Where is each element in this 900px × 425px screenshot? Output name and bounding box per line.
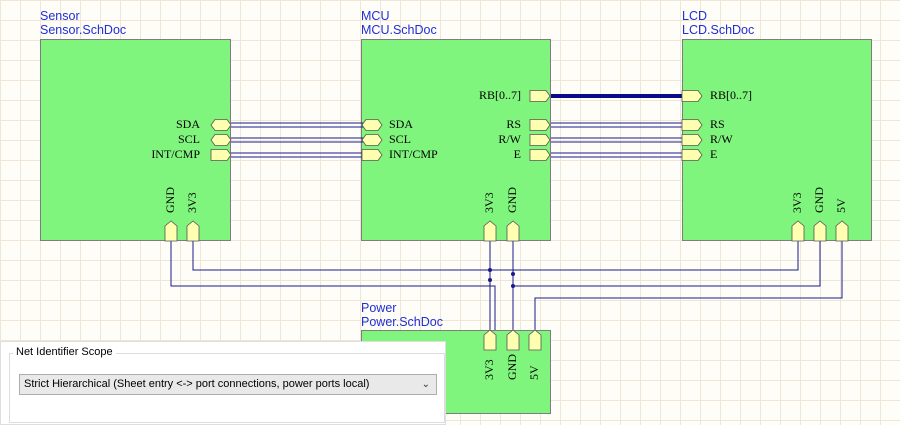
power-entry-label-5v: 5V [527, 365, 541, 380]
power-entry-3v3[interactable] [483, 329, 497, 351]
lcd-entry-3v3[interactable] [791, 220, 805, 242]
mcu-entry-label-e: E [514, 147, 521, 161]
mcu-entry-sda[interactable] [361, 119, 383, 131]
mcu-sheet-file: MCU.SchDoc [361, 23, 437, 37]
lcd-entry-label-rs: RS [710, 117, 725, 131]
lcd-entry-label-rb-0-7: RB[0..7] [710, 88, 752, 102]
mcu-entry-label-rs: RS [506, 117, 521, 131]
net-scope-dropdown[interactable]: Strict Hierarchical (Sheet entry <-> por… [19, 374, 437, 395]
sensor-sheet-name: Sensor [40, 9, 80, 23]
lcd-sheet-symbol[interactable] [682, 39, 872, 241]
net-gnd-sensor[interactable] [170, 241, 496, 330]
mcu-entry-label-r-w: R/W [498, 132, 521, 146]
sensor-entry-int-cmp[interactable] [210, 149, 232, 161]
sensor-entry-3v3[interactable] [186, 220, 200, 242]
chevron-down-icon: ⌄ [421, 379, 430, 390]
sensor-entry-label-3v3: 3V3 [185, 192, 199, 213]
mcu-entry-3v3[interactable] [483, 220, 497, 242]
mcu-entry-label-scl: SCL [389, 132, 411, 146]
lcd-entry-rb-0-7[interactable] [681, 90, 703, 102]
mcu-entry-rs[interactable] [529, 119, 551, 131]
power-entry-label-gnd: GND [505, 354, 519, 380]
lcd-sheet-file: LCD.SchDoc [682, 23, 755, 37]
net-3v3-lcd[interactable] [489, 241, 799, 271]
sensor-entry-gnd[interactable] [164, 220, 178, 242]
scope-group-box [9, 353, 445, 423]
sensor-entry-scl[interactable] [210, 134, 232, 146]
net-3v3-sensor[interactable] [192, 241, 491, 330]
lcd-entry-gnd[interactable] [813, 220, 827, 242]
mcu-sheet-name: MCU [361, 9, 390, 23]
mcu-entry-rb-0-7[interactable] [529, 90, 551, 102]
mcu-entry-e[interactable] [529, 149, 551, 161]
sensor-entry-label-sda: SDA [176, 117, 200, 131]
mcu-entry-scl[interactable] [361, 134, 383, 146]
net-gnd-lcd[interactable] [512, 241, 821, 287]
net-identifier-scope-panel: Net Identifier Scope Strict Hierarchical… [0, 341, 446, 425]
mcu-entry-label-gnd: GND [505, 187, 519, 213]
junction-dot [488, 268, 492, 272]
sensor-entry-sda[interactable] [210, 119, 232, 131]
junction-dot [511, 272, 515, 276]
junction-dot [511, 284, 515, 288]
mcu-entry-gnd[interactable] [506, 220, 520, 242]
mcu-entry-label-sda: SDA [389, 117, 413, 131]
power-sheet-name: Power [361, 301, 397, 315]
mcu-entry-int-cmp[interactable] [361, 149, 383, 161]
lcd-entry-label-3v3: 3V3 [790, 192, 804, 213]
lcd-entry-5v[interactable] [835, 220, 849, 242]
sensor-entry-label-scl: SCL [178, 132, 200, 146]
mcu-entry-label-3v3: 3V3 [482, 192, 496, 213]
mcu-entry-label-int-cmp: INT/CMP [389, 147, 438, 161]
lcd-entry-label-gnd: GND [812, 187, 826, 213]
mcu-entry-label-rb-0-7: RB[0..7] [479, 88, 521, 102]
sensor-entry-label-int-cmp: INT/CMP [151, 147, 200, 161]
power-entry-gnd[interactable] [506, 329, 520, 351]
sensor-sheet-file: Sensor.SchDoc [40, 23, 127, 37]
lcd-sheet-name: LCD [682, 9, 708, 23]
sensor-entry-label-gnd: GND [163, 187, 177, 213]
net-5v-lcd[interactable] [534, 241, 843, 330]
mcu-entry-r-w[interactable] [529, 134, 551, 146]
lcd-entry-r-w[interactable] [681, 134, 703, 146]
lcd-entry-e[interactable] [681, 149, 703, 161]
net-scope-selected-value: Strict Hierarchical (Sheet entry <-> por… [24, 378, 370, 390]
lcd-entry-label-5v: 5V [834, 198, 848, 213]
mcu-sheet-symbol[interactable] [361, 39, 551, 241]
lcd-entry-label-r-w: R/W [710, 132, 733, 146]
power-sheet-file: Power.SchDoc [361, 315, 443, 329]
scope-panel-title: Net Identifier Scope [13, 346, 116, 358]
lcd-entry-rs[interactable] [681, 119, 703, 131]
lcd-entry-label-e: E [710, 147, 717, 161]
junction-dot [488, 278, 492, 282]
power-entry-label-3v3: 3V3 [482, 359, 496, 380]
power-entry-5v[interactable] [528, 329, 542, 351]
